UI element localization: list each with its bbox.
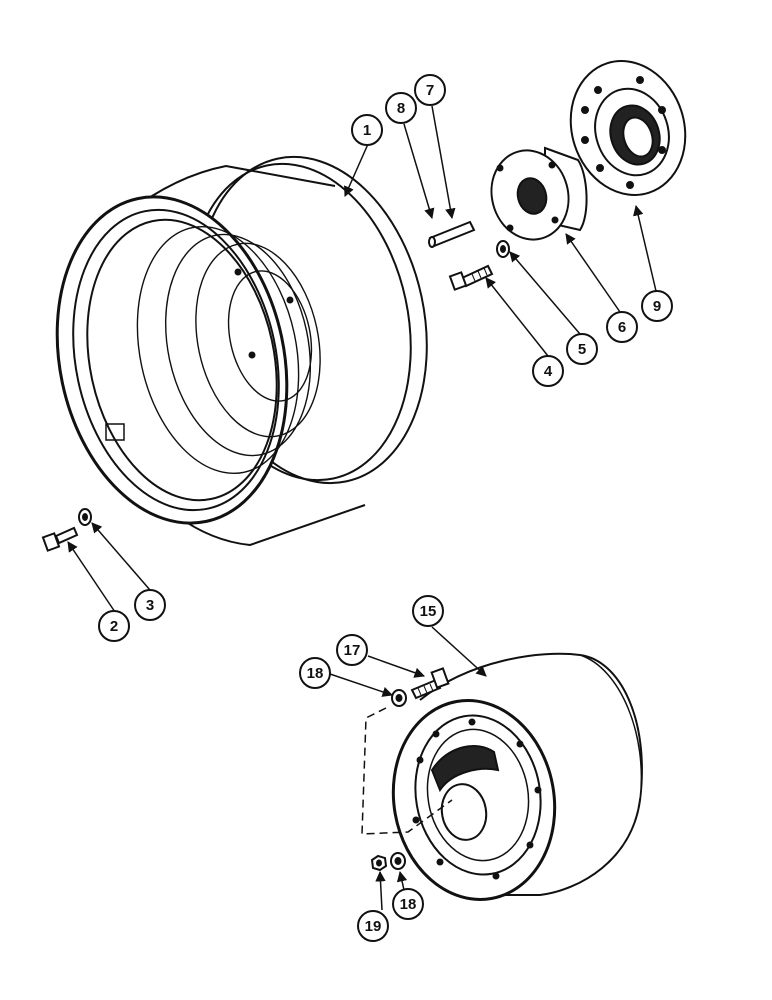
washer-18-bottom [391, 853, 405, 869]
svg-text:17: 17 [344, 642, 361, 659]
svg-text:15: 15 [420, 603, 437, 620]
svg-text:8: 8 [397, 100, 405, 117]
svg-text:18: 18 [307, 665, 324, 682]
hub-flange-plate [554, 46, 703, 210]
svg-text:1: 1 [363, 122, 371, 139]
pin [429, 222, 474, 247]
callout-1: 1 [351, 114, 383, 146]
nut-19 [372, 856, 386, 870]
bolt-4 [450, 266, 492, 290]
svg-text:9: 9 [653, 298, 661, 315]
svg-text:3: 3 [146, 597, 154, 614]
washer-18-top [392, 690, 406, 706]
svg-text:2: 2 [110, 618, 118, 635]
svg-text:18: 18 [400, 896, 417, 913]
callout-19: 19 [357, 910, 389, 942]
svg-text:7: 7 [426, 82, 434, 99]
washer-5 [497, 241, 509, 257]
washer-3 [79, 509, 91, 525]
svg-text:4: 4 [544, 363, 553, 380]
callout-5: 5 [566, 333, 598, 365]
bolt-2 [43, 528, 77, 551]
callout-17: 17 [336, 634, 368, 666]
svg-text:5: 5 [578, 341, 586, 358]
callout-8: 8 [385, 92, 417, 124]
svg-text:6: 6 [618, 319, 626, 336]
callout-6: 6 [606, 311, 638, 343]
callout-9: 9 [641, 290, 673, 322]
callout-4: 4 [532, 355, 564, 387]
bolt-17 [412, 668, 448, 698]
svg-text:19: 19 [365, 918, 382, 935]
assembly-path [361, 707, 453, 835]
callout-18-top: 18 [299, 657, 331, 689]
callout-2: 2 [98, 610, 130, 642]
callout-18-bottom: 18 [392, 888, 424, 920]
callout-15: 15 [412, 595, 444, 627]
wheel-rim [28, 135, 456, 545]
callout-3: 3 [134, 589, 166, 621]
hub [482, 142, 587, 249]
callout-7: 7 [414, 74, 446, 106]
leader-lines [67, 105, 657, 911]
wheel-weight [378, 654, 642, 913]
